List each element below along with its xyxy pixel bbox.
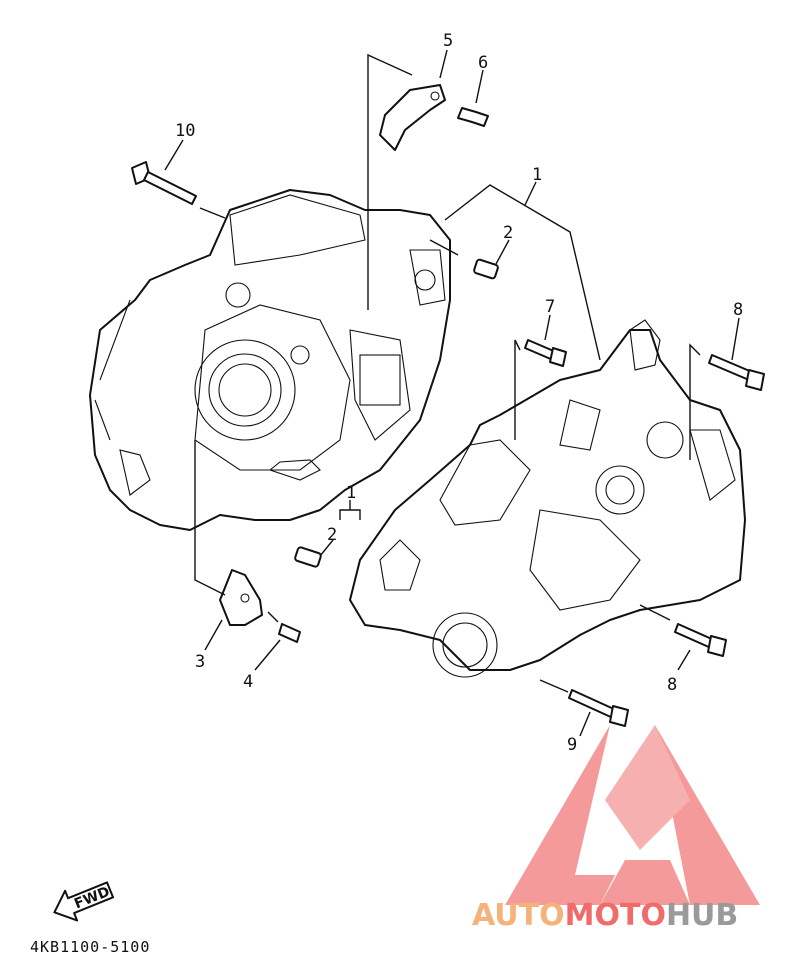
- callout-3: 3: [195, 652, 205, 672]
- callout-9: 9: [567, 735, 577, 755]
- bracket-lower: [219, 569, 263, 626]
- bolt-10-icon: [131, 161, 197, 205]
- diagram-code: 4KB1100-5100: [30, 938, 150, 956]
- bolt-8-lower-icon: [674, 623, 727, 657]
- callout-8-lower: 8: [667, 675, 677, 695]
- watermark-logo-icon: [505, 725, 760, 905]
- callout-10: 10: [175, 121, 195, 141]
- callout-8-upper: 8: [733, 300, 743, 320]
- dowel-2-upper-icon: [473, 258, 499, 280]
- svg-text:AUTOMOTOHUB: AUTOMOTOHUB: [472, 898, 738, 933]
- right-crankcase: [349, 319, 746, 678]
- callout-labels: 5 6 10 1 2 7 8 1 2 3 4 8 9: [175, 31, 743, 755]
- watermark-text: AUTOMOTOHUB: [472, 898, 738, 933]
- fwd-arrow-icon: FWD: [53, 881, 115, 922]
- callout-4: 4: [243, 672, 253, 692]
- bolt-6-icon: [457, 107, 489, 127]
- watermark-moto: MOTO: [565, 898, 666, 933]
- bolt-8-upper-icon: [708, 354, 765, 391]
- dowel-2-lower-icon: [294, 546, 322, 568]
- callout-7: 7: [545, 297, 555, 317]
- bolt-9-icon: [568, 689, 629, 727]
- watermark-auto: AUTO: [472, 898, 565, 933]
- left-crankcase: [89, 189, 451, 531]
- callout-1-lower: 1: [346, 483, 356, 503]
- callout-2-upper: 2: [503, 223, 513, 243]
- callout-5: 5: [443, 31, 453, 51]
- leader-lines: [164, 49, 740, 737]
- bracket-upper: [379, 84, 446, 151]
- watermark-hub: HUB: [666, 898, 738, 933]
- bolt-7-icon: [524, 339, 567, 367]
- callout-1-upper: 1: [532, 165, 542, 185]
- callout-2-lower: 2: [327, 525, 337, 545]
- callout-6: 6: [478, 53, 488, 73]
- bolt-4-icon: [278, 623, 301, 643]
